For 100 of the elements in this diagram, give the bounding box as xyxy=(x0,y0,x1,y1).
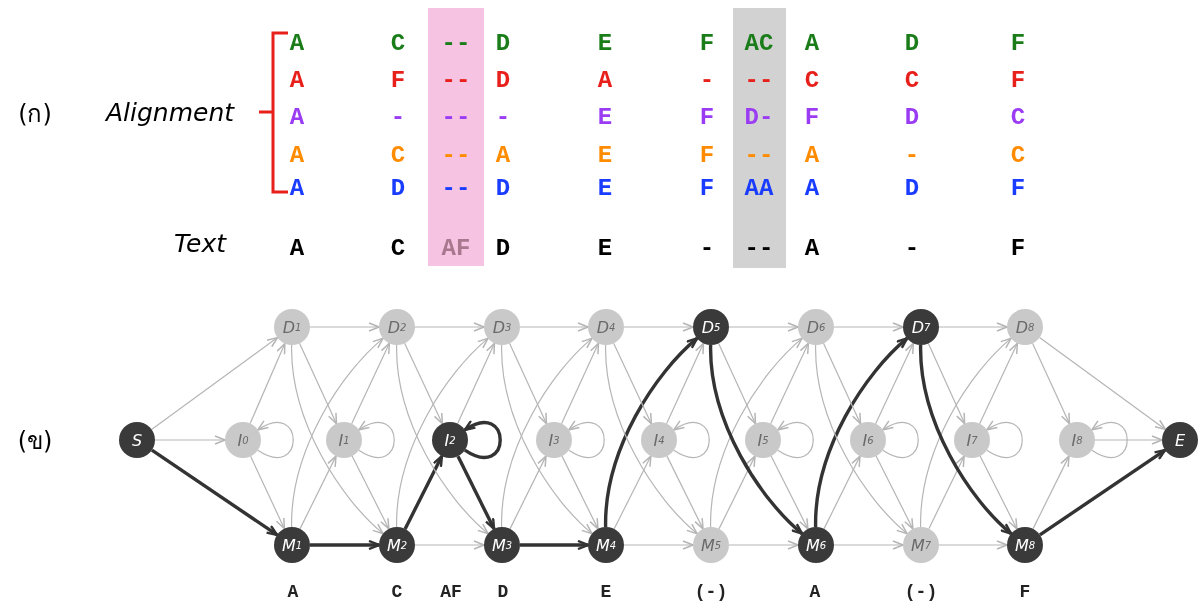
arrow xyxy=(823,455,861,530)
sequence-symbol: D xyxy=(495,29,511,57)
emitted-symbol: A xyxy=(809,582,821,602)
text-symbol: A xyxy=(804,234,820,262)
text-symbol: - xyxy=(904,234,920,262)
sequence-symbol: F xyxy=(1010,66,1026,94)
state-circle: E xyxy=(1162,422,1198,458)
sequence-symbol: D xyxy=(904,29,920,57)
arrow xyxy=(986,420,1023,459)
arrow xyxy=(414,540,485,550)
arrow xyxy=(777,420,814,459)
sequence-symbol: A xyxy=(495,141,511,169)
arrow xyxy=(309,322,380,332)
arrow xyxy=(508,342,548,425)
sequence-symbol: C xyxy=(390,141,406,169)
emitted-symbol: F xyxy=(1019,582,1031,602)
sequence-symbol: C xyxy=(904,66,920,94)
sequence-symbol: E xyxy=(597,141,613,169)
arrow xyxy=(673,420,710,459)
arrow xyxy=(979,342,1019,425)
arrow xyxy=(463,420,502,460)
sequence-symbol: F xyxy=(1010,29,1026,57)
sequence-symbol: C xyxy=(804,66,820,94)
sequence-symbol: E xyxy=(597,29,613,57)
arrow xyxy=(1091,420,1128,459)
text-symbol: E xyxy=(597,234,613,262)
arrow xyxy=(928,455,965,530)
sequence-symbol: A xyxy=(597,66,613,94)
state-circle: S xyxy=(119,422,155,458)
arrow xyxy=(623,540,694,550)
arrow xyxy=(728,540,799,550)
sequence-symbol: F xyxy=(699,141,715,169)
sequence-symbol: A xyxy=(289,66,305,94)
row-label: Alignment xyxy=(105,97,235,127)
arrow xyxy=(250,455,286,530)
sequence-symbol: -- xyxy=(441,103,471,131)
arrow xyxy=(666,455,704,530)
arrow xyxy=(257,420,294,459)
sequence-symbol: - xyxy=(904,141,920,169)
text-symbol: AF xyxy=(441,234,471,262)
arrow xyxy=(770,342,810,425)
arrow xyxy=(351,342,391,425)
arrow xyxy=(927,342,966,425)
arrow xyxy=(717,342,757,425)
emitted-symbol: A xyxy=(287,582,299,602)
arrow xyxy=(568,420,605,459)
sequence-symbol: A xyxy=(804,174,820,202)
sequence-symbol: -- xyxy=(441,174,471,202)
arrow xyxy=(351,455,390,530)
text-symbol: A xyxy=(289,234,305,262)
arrow xyxy=(560,342,600,425)
arrow xyxy=(613,455,652,530)
arrow xyxy=(1031,342,1071,425)
sequence-symbol: F xyxy=(699,174,715,202)
text-symbol: C xyxy=(390,234,406,262)
arrow xyxy=(456,342,496,425)
sequence-symbol: - xyxy=(699,66,715,94)
sequence-symbol: F xyxy=(699,103,715,131)
sequence-symbol: A xyxy=(289,29,305,57)
sequence-symbol: -- xyxy=(744,66,774,94)
arrow xyxy=(456,455,496,531)
arrow xyxy=(1038,448,1167,537)
arrow xyxy=(718,455,756,530)
arrow xyxy=(1038,337,1167,431)
arrow xyxy=(613,342,653,425)
sequence-symbol: AC xyxy=(744,29,774,57)
sequence-symbol: A xyxy=(804,141,820,169)
arrow xyxy=(520,539,590,551)
arrow xyxy=(665,342,705,425)
sequence-symbol: D xyxy=(390,174,406,202)
arrow xyxy=(249,342,286,425)
sequence-symbol: D xyxy=(904,174,920,202)
sequence-symbol: D xyxy=(904,103,920,131)
arrow xyxy=(882,420,919,459)
sequence-symbol: E xyxy=(597,103,613,131)
sequence-symbol: -- xyxy=(441,29,471,57)
arrow xyxy=(938,322,1008,332)
sequence-symbol: C xyxy=(390,29,406,57)
arrow xyxy=(404,342,444,425)
sequence-symbol: F xyxy=(390,66,406,94)
panel-label: (ก) xyxy=(18,98,52,130)
arrow xyxy=(938,540,1008,550)
sequence-symbol: AA xyxy=(744,174,774,202)
sequence-symbol: A xyxy=(289,174,305,202)
arrow xyxy=(822,342,862,425)
arrow xyxy=(1094,435,1163,445)
text-symbol: - xyxy=(699,234,715,262)
emitted-symbol: E xyxy=(600,582,612,602)
text-symbol: D xyxy=(495,234,511,262)
sequence-symbol: D- xyxy=(744,103,774,131)
emitted-symbol: (-) xyxy=(694,582,728,602)
arrow xyxy=(623,322,694,332)
arrow xyxy=(833,540,904,550)
arrow xyxy=(150,336,279,430)
row-label: Text xyxy=(173,228,227,258)
arrow xyxy=(833,322,904,332)
arrow xyxy=(150,448,279,537)
arrow xyxy=(414,322,485,332)
sequence-symbol: C xyxy=(1010,141,1026,169)
sequence-symbol: A xyxy=(289,103,305,131)
